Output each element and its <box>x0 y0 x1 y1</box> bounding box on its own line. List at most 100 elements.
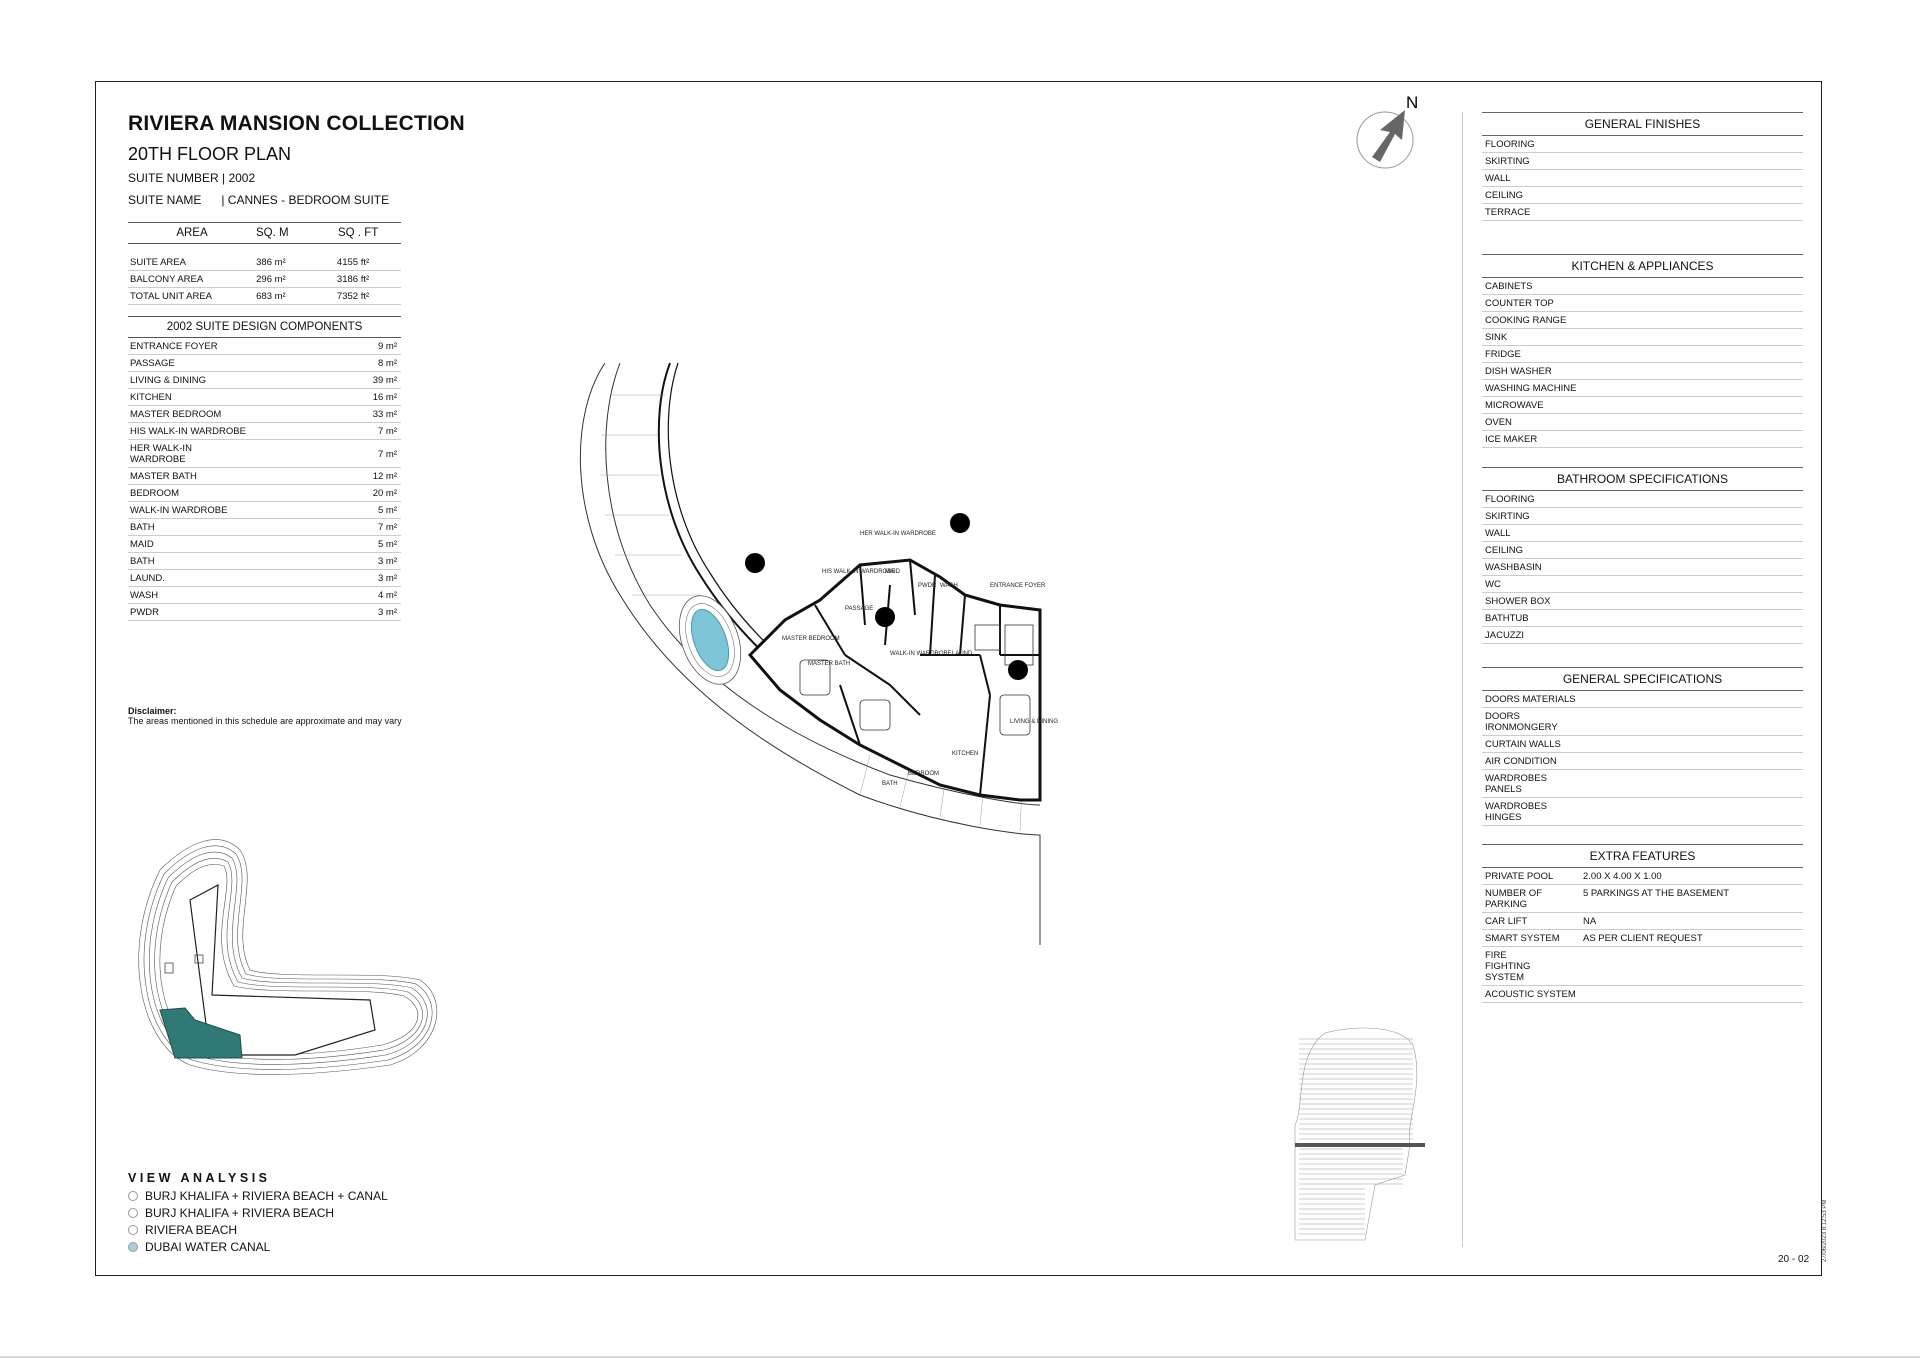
room-label: ENTRANCE FOYER <box>990 583 1046 589</box>
spec-label: SINK <box>1485 332 1508 343</box>
table-row: TOTAL UNIT AREA 683 m² 7352 ft² <box>128 288 401 305</box>
spec-section-title: GENERAL SPECIFICATIONS <box>1482 667 1803 691</box>
area-sqm: 296 m² <box>256 274 286 285</box>
component-label: KITCHEN <box>130 392 172 403</box>
north-arrow-icon: N <box>1356 93 1418 169</box>
spec-label: AIR CONDITION <box>1485 756 1557 767</box>
spec-label: SKIRTING <box>1485 156 1530 167</box>
component-area: 7 m² <box>378 448 397 460</box>
spec-label: CEILING <box>1485 190 1524 201</box>
sqft-header: SQ . FT <box>338 227 379 239</box>
spec-row: FLOORING <box>1482 491 1803 508</box>
spec-row: ICE MAKER <box>1482 431 1803 448</box>
column-divider <box>1462 112 1463 1247</box>
legend-swatch <box>128 1208 138 1218</box>
component-area: 20 m² <box>372 488 397 499</box>
area-header: AREA <box>176 227 208 239</box>
spec-row: TERRACE <box>1482 204 1803 221</box>
component-label: HER WALK-IN WARDROBE <box>130 443 192 465</box>
legend-swatch <box>128 1191 138 1201</box>
spec-label: NUMBER OF PARKING <box>1485 888 1542 910</box>
spec-row: FRIDGE <box>1482 346 1803 363</box>
room-label: HIS WALK-IN WARDROBE <box>822 569 895 575</box>
spec-row: DISH WASHER <box>1482 363 1803 380</box>
spec-label: WALL <box>1485 528 1511 539</box>
spec-row: DOORS MATERIALS <box>1482 691 1803 708</box>
spec-label: CABINETS <box>1485 281 1533 292</box>
floor-plan-drawing: HER WALK-IN WARDROBE HIS WALK-IN WARDROB… <box>579 362 1058 945</box>
disclaimer: Disclaimer: The areas mentioned in this … <box>128 706 402 726</box>
legend-item: BURJ KHALIFA + RIVIERA BEACH <box>128 1206 388 1220</box>
spec-label: SKIRTING <box>1485 511 1530 522</box>
spec-label: TERRACE <box>1485 207 1531 218</box>
spec-label: SHOWER BOX <box>1485 596 1551 607</box>
room-label: LIVING & DINING <box>1010 719 1058 725</box>
spec-row: WARDROBES HINGES <box>1482 798 1803 826</box>
view-analysis-legend: VIEW ANALYSIS BURJ KHALIFA + RIVIERA BEA… <box>128 1171 388 1254</box>
component-area: 39 m² <box>372 375 397 386</box>
legend-label: DUBAI WATER CANAL <box>145 1240 271 1254</box>
sqm-header: SQ. M <box>256 227 289 239</box>
table-row: SUITE AREA 386 m² 4155 ft² <box>128 254 401 271</box>
spec-row: SHOWER BOX <box>1482 593 1803 610</box>
spec-section-title: EXTRA FEATURES <box>1482 844 1803 868</box>
component-label: PWDR <box>130 607 160 618</box>
spec-label: DOORS MATERIALS <box>1485 694 1576 705</box>
component-area: 9 m² <box>378 341 397 352</box>
spec-label: COOKING RANGE <box>1485 315 1567 326</box>
component-label: LIVING & DINING <box>130 375 207 386</box>
component-label: MASTER BEDROOM <box>130 409 222 420</box>
spec-row: OVEN <box>1482 414 1803 431</box>
table-row: LIVING & DINING 39 m² <box>128 372 401 389</box>
component-label: WALK-IN WARDROBE <box>130 505 228 516</box>
spec-row: SINK <box>1482 329 1803 346</box>
component-area: 3 m² <box>378 573 397 584</box>
spec-value: 2.00 X 4.00 X 1.00 <box>1583 871 1662 882</box>
bottom-band <box>0 1356 1920 1358</box>
area-sqm: 386 m² <box>256 257 286 268</box>
component-label: LAUND. <box>130 573 165 584</box>
component-area: 3 m² <box>378 607 397 618</box>
area-label: BALCONY AREA <box>130 274 204 285</box>
component-label: MASTER BATH <box>130 471 197 482</box>
column-marker <box>1008 660 1028 680</box>
spec-row: FIRE FIGHTING SYSTEM <box>1482 947 1803 986</box>
room-label: MAID <box>885 569 901 575</box>
spec-row: WALL <box>1482 170 1803 187</box>
key-plan-diagram <box>138 839 437 1075</box>
spec-section-title: KITCHEN & APPLIANCES <box>1482 254 1803 278</box>
spec-row: MICROWAVE <box>1482 397 1803 414</box>
spec-row: CEILING <box>1482 187 1803 204</box>
legend-swatch-canal <box>128 1242 138 1252</box>
spec-row: COUNTER TOP <box>1482 295 1803 312</box>
spec-label: MICROWAVE <box>1485 400 1544 411</box>
spec-row: COOKING RANGE <box>1482 312 1803 329</box>
drawing-sheet-border <box>95 81 1822 1276</box>
area-sqft: 7352 ft² <box>336 291 370 302</box>
project-title: RIVIERA MANSION COLLECTION <box>128 112 465 135</box>
component-area: 4 m² <box>378 590 397 601</box>
room-label: HER WALK-IN WARDROBE <box>860 531 936 537</box>
spec-label: WARDROBES PANELS <box>1485 773 1547 795</box>
spec-label: WALL <box>1485 173 1511 184</box>
area-table: AREA SQ. M SQ . FT SUITE AREA 386 m² 415… <box>128 222 401 305</box>
component-area: 3 m² <box>378 556 397 567</box>
legend-label: BURJ KHALIFA + RIVIERA BEACH <box>145 1206 335 1220</box>
suite-name: SUITE NAME | CANNES - BEDROOM SUITE <box>128 193 465 207</box>
legend-label: RIVIERA BEACH <box>145 1223 238 1237</box>
spec-row: WASHBASIN <box>1482 559 1803 576</box>
spec-label: WASHBASIN <box>1485 562 1542 573</box>
area-label: SUITE AREA <box>130 257 186 268</box>
spec-section-title: BATHROOM SPECIFICATIONS <box>1482 467 1803 491</box>
legend-item: BURJ KHALIFA + RIVIERA BEACH + CANAL <box>128 1189 388 1203</box>
spec-label: FLOORING <box>1485 139 1535 150</box>
spec-label: FRIDGE <box>1485 349 1521 360</box>
